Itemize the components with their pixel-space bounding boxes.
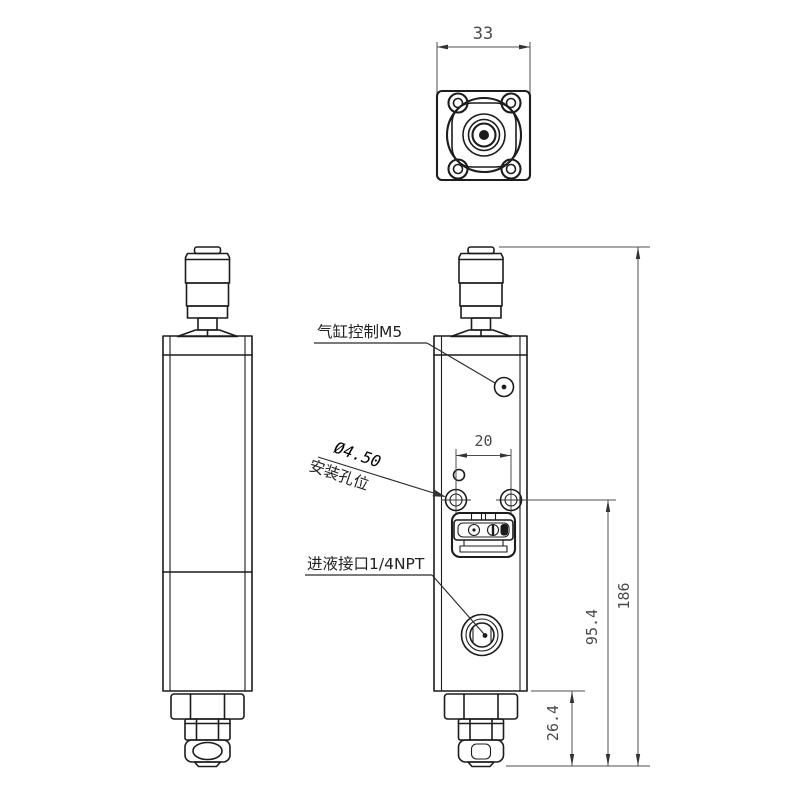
nozzle-fitting-front xyxy=(443,693,519,768)
liquid-inlet-port xyxy=(460,613,504,657)
dim-top-width-text: 33 xyxy=(473,24,493,44)
label-air-control: 气缸控制M5 xyxy=(314,322,496,384)
liquid-inlet-text: 进液接口1/4NPT xyxy=(307,555,425,573)
dim-20: 20 xyxy=(455,432,512,487)
label-liquid-inlet: 进液接口1/4NPT xyxy=(305,555,485,635)
side-view xyxy=(162,246,253,768)
dim-total-height-text: 186 xyxy=(615,582,633,609)
dim-hole-spacing-text: 20 xyxy=(474,432,492,450)
extension-lines xyxy=(499,246,650,767)
dim-inlet-height-text: 95.4 xyxy=(583,609,601,645)
front-view: 20 xyxy=(433,246,528,768)
dim-186: 186 xyxy=(615,247,641,766)
nozzle-fitting xyxy=(170,693,245,768)
valve-body-front xyxy=(433,335,528,692)
center-boss xyxy=(445,96,523,174)
air-fitting-front xyxy=(450,246,512,338)
small-port xyxy=(452,468,466,482)
mounting-holes xyxy=(441,485,526,515)
nozzle-detail-front xyxy=(470,743,492,760)
valve-body-side xyxy=(162,335,253,692)
dim-95-4: 95.4 xyxy=(583,500,611,766)
dim-bottom-section-text: 26.4 xyxy=(544,705,562,741)
label-mounting-hole: Ø4.50 安装孔位 xyxy=(307,438,446,497)
nozzle-detail xyxy=(192,741,223,761)
air-control-text: 气缸控制M5 xyxy=(317,322,402,341)
air-fitting xyxy=(176,246,239,338)
dim-26-4: 26.4 xyxy=(544,691,575,766)
m5-air-port xyxy=(493,376,515,398)
dim-33: 33 xyxy=(436,24,531,95)
clamp-bracket xyxy=(450,511,517,559)
top-view: 33 xyxy=(435,24,532,182)
top-plate xyxy=(435,89,532,182)
